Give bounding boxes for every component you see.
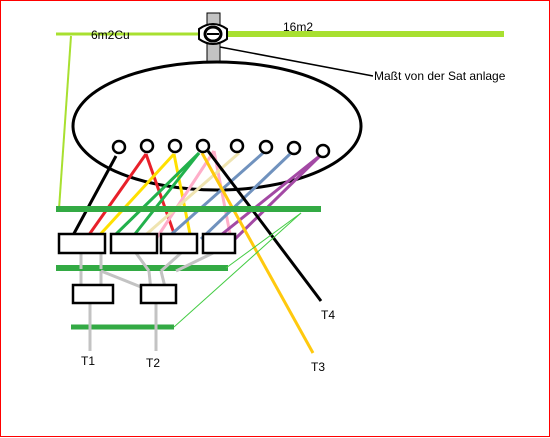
splitter-box-t1 [71,283,115,305]
cable-yellow-1 [94,152,176,241]
cable-red-1 [84,153,148,240]
cables [69,150,324,354]
earth-thin-2 [173,212,302,328]
mast-pointer [219,46,374,77]
cable-blue-2 [199,152,292,241]
earth-thin-1 [225,212,302,269]
cable-green-1 [109,151,201,241]
label-6m2cu: 6m2Cu [91,28,130,42]
cable-black-1 [69,155,118,240]
label-16m2: 16m2 [283,20,313,34]
cable-purple-2 [233,152,324,241]
connector-1 [111,139,127,155]
cable-black-t4 [206,150,323,302]
cable-pink-2 [212,150,233,240]
cable-purple-1 [215,152,323,241]
connector-4 [195,138,211,154]
lnb-connectors [111,138,331,159]
cable-cream-1 [140,151,240,241]
cable-red-2 [144,153,178,240]
mast-clamp [198,23,228,45]
cable-yellow-t3 [200,152,315,354]
connector-8 [315,143,331,159]
splitter-box-t2 [139,283,178,305]
sat-dish [71,60,363,192]
label-t2: T2 [146,356,160,370]
connector-6 [258,139,274,155]
connector-7 [286,140,302,156]
switch-box-3 [159,232,199,255]
earth-wire-down [58,35,72,210]
switch-box-4 [201,232,237,255]
cable-green-2 [129,152,201,240]
label-t3: T3 [311,360,325,374]
label-t4: T4 [321,308,335,322]
connector-3 [167,138,183,154]
cable-blue-1 [165,151,264,241]
connector-5 [229,138,245,154]
label-mast-note: Maßt von der Sat anlage [374,69,506,83]
switch-box-2 [109,232,159,255]
cable-pink-1 [154,150,216,240]
switch-boxes [57,232,237,305]
label-t1: T1 [81,354,95,368]
switch-box-1 [57,232,107,255]
connector-2 [139,138,155,154]
